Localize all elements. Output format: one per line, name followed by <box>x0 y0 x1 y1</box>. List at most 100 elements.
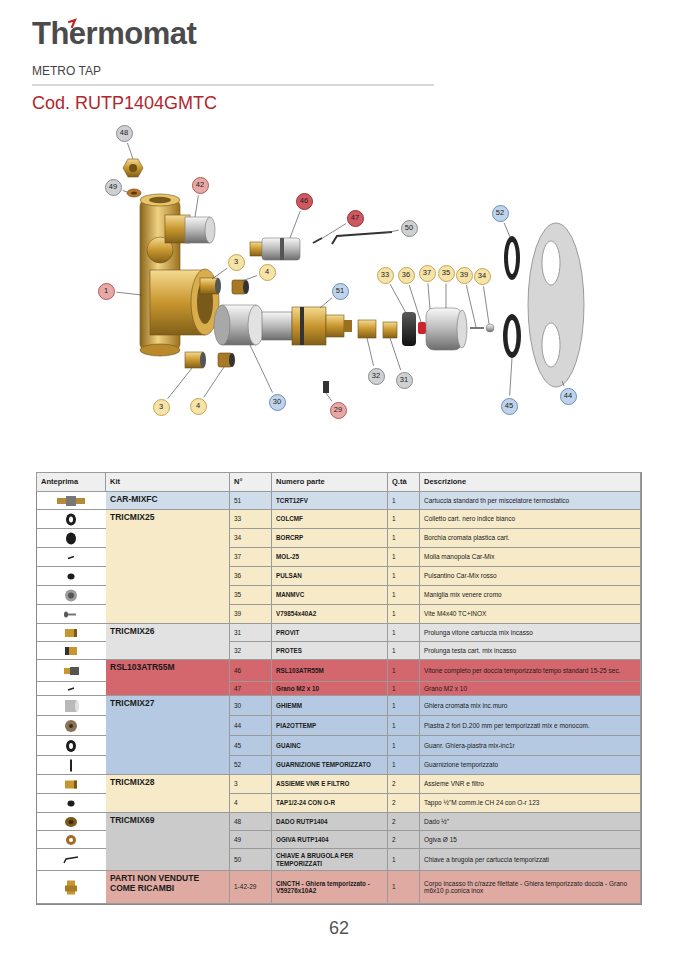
description: Corpo incasso th c/razze filettate - Ghi… <box>424 880 636 895</box>
brand-logo: Thermomat <box>32 17 196 51</box>
leader-line <box>409 285 421 322</box>
preview-icon <box>68 557 74 559</box>
description: Colletto cart. nero indice bianco <box>424 515 515 522</box>
leader-line <box>127 143 133 159</box>
table-cell: 46 <box>230 660 272 682</box>
callout-number: 37 <box>423 269 431 277</box>
preview-icon <box>70 760 72 772</box>
preview-icon <box>65 629 77 637</box>
callout-number: 32 <box>372 372 380 380</box>
leader-line <box>385 230 399 233</box>
callout-circle: 39 <box>456 267 473 284</box>
column-header: Descrizione <box>424 478 466 487</box>
table-cell: Prolunga testa cart. mix incasso <box>420 642 641 660</box>
illustration-part <box>262 238 300 260</box>
preview-icon <box>65 720 77 732</box>
leader-line <box>321 224 346 239</box>
table-cell: ASSIEME VNR E FILTRO <box>272 775 388 794</box>
part-number: COLCMF <box>276 515 303 522</box>
quantity: 1 <box>392 515 396 522</box>
description: Ogiva Ø 15 <box>424 836 457 843</box>
callout-number: 4 <box>265 268 269 276</box>
leader-line <box>195 195 198 217</box>
kit-cell: TRICMIX28 <box>106 775 230 813</box>
table-cell: 1 <box>388 756 420 775</box>
preview-icon <box>37 642 107 660</box>
quantity: 1 <box>392 629 396 636</box>
leader-line <box>212 268 227 279</box>
preview-icon <box>75 700 79 712</box>
table-cell: Colletto cart. nero indice bianco <box>420 510 641 529</box>
preview-icon <box>66 514 76 526</box>
description: Tappo ½"M comm.le CH 24 con O-r 123 <box>424 799 539 806</box>
table-cell: 39 <box>230 605 272 624</box>
callout-number: 52 <box>496 209 504 217</box>
parts-table: AnteprimaKitN°Numero parteQ.tàDescrizion… <box>36 472 641 904</box>
table-cell: 1 <box>388 716 420 736</box>
illustration-part <box>129 164 137 172</box>
part-number: OGIVA RUTP1404 <box>276 836 329 843</box>
table-cell: 1 <box>388 567 420 586</box>
description: Piastra 2 fori D.200 mm per temporizzati… <box>424 722 590 729</box>
table-cell: GHIEMM <box>272 696 388 716</box>
table-cell: GUAINC <box>272 736 388 756</box>
preview-icon <box>68 593 74 599</box>
illustration-part <box>32 85 434 86</box>
illustration-part <box>332 232 392 244</box>
illustration-part <box>205 217 215 243</box>
preview-icon <box>66 533 76 545</box>
part-number: TAP1/2-24 CON O-R <box>276 799 335 806</box>
description: Vite M4x40 TC+INOX <box>424 610 486 617</box>
kit-name: PARTI NON VENDUTE COME RICAMBI <box>110 874 225 894</box>
preview-icon <box>64 612 76 618</box>
table-cell: 1 <box>388 642 420 660</box>
quantity: 1 <box>392 722 396 729</box>
table-cell: BORCRP <box>272 529 388 548</box>
part-number: TCRT12FV <box>276 497 308 504</box>
illustration-part <box>229 353 235 367</box>
quantity: 1 <box>392 883 396 890</box>
illustration-part <box>214 305 230 345</box>
description: Guarnizione temporizzato <box>424 761 498 768</box>
table-cell: 2 <box>388 794 420 813</box>
preview-icon <box>66 835 76 845</box>
preview-icon <box>37 548 107 567</box>
table-cell: 1-42-29 <box>230 871 272 904</box>
description: Molla manopola Car-Mix <box>424 553 494 560</box>
kit-name: RSL103ATR55M <box>110 663 175 673</box>
preview-icon <box>65 629 77 637</box>
table-header-cell: Anteprima <box>36 472 106 492</box>
preview-icon <box>68 574 75 580</box>
preview-icon <box>65 647 69 655</box>
table-cell: 1 <box>388 586 420 605</box>
illustration-part <box>426 308 462 350</box>
leader-line <box>123 191 127 192</box>
kit-name: TRICMIX26 <box>110 627 154 637</box>
part-index: 48 <box>234 818 241 825</box>
kit-name: TRICMIX69 <box>110 816 154 826</box>
part-index: 36 <box>234 572 241 579</box>
table-cell: Maniglia mix venere cromo <box>420 586 641 605</box>
illustration-part <box>280 238 284 260</box>
callout-circle: 47 <box>347 210 364 227</box>
description: Assieme VNR e filtro <box>424 780 484 787</box>
preview-icon <box>37 716 107 736</box>
preview-icon <box>37 605 107 624</box>
preview-icon <box>37 756 107 775</box>
table-cell: 1 <box>388 492 420 510</box>
preview-icon <box>68 688 74 690</box>
preview-icon <box>65 647 77 655</box>
table-cell: Ghiera cromata mix inc.muro <box>420 696 641 716</box>
illustration-part <box>116 143 564 401</box>
leader-line <box>367 338 374 366</box>
callout-circle: 3 <box>153 399 170 416</box>
callout-number: 44 <box>564 392 572 400</box>
part-index: 47 <box>234 685 241 692</box>
illustration-part <box>402 312 416 346</box>
table-cell: Vitone completo per doccia temporizzato … <box>420 660 641 682</box>
table-cell: 33 <box>230 510 272 529</box>
leader-line <box>446 284 447 309</box>
table-cell: 2 <box>388 831 420 849</box>
preview-icon <box>66 514 76 526</box>
preview-icon <box>37 567 107 586</box>
